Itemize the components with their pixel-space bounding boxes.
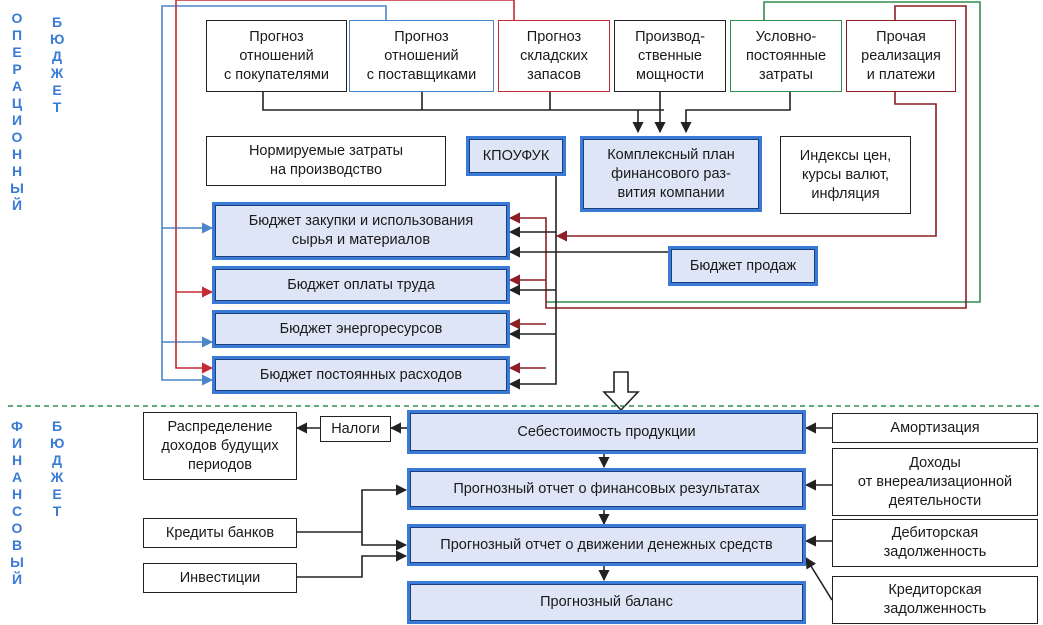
box-amortization: Амортизация [832, 413, 1038, 443]
box-receivables: Дебиторская задолженность [832, 519, 1038, 567]
fin-cashflow-report-label: Прогнозный отчет о движении денежных сре… [410, 527, 803, 563]
budget-materials: Бюджет закупки и использования сырья и м… [212, 202, 510, 260]
box-other-realization: Прочая реализация и платежи [846, 20, 956, 92]
operational-label: О П Е Р А Ц И О Н Н Ы Й [10, 10, 24, 213]
budget-fixed-expenses: Бюджет постоянных расходов [212, 356, 510, 394]
fin-results-report: Прогнозный отчет о финансовых результата… [407, 468, 806, 510]
budget-materials-label: Бюджет закупки и использования сырья и м… [215, 205, 507, 257]
operational-budget-label: Б Ю Д Ж Е Т [50, 14, 65, 115]
box-bank-credits: Кредиты банков [143, 518, 297, 548]
box-non-operating-income: Доходы от внереализационной деятельности [832, 448, 1038, 516]
box-payables: Кредиторская задолженность [832, 576, 1038, 624]
fin-results-report-label: Прогнозный отчет о финансовых результата… [410, 471, 803, 507]
kpoufuk-label: КПОУФУК [469, 139, 563, 173]
box-production-capacity: Производ- ственные мощности [614, 20, 726, 92]
box-normative-costs: Нормируемые затраты на производство [206, 136, 446, 186]
box-deferred-income: Распределение доходов будущих периодов [143, 412, 297, 480]
box-customers-forecast: Прогноз отношений с покупателями [206, 20, 347, 92]
financial-budget-label: Б Ю Д Ж Е Т [50, 418, 65, 519]
budget-labor-label: Бюджет оплаты труда [215, 269, 507, 301]
fin-cost-of-production: Себестоимость продукции [407, 410, 806, 454]
financial-label: Ф И Н А Н С О В Ы Й [10, 418, 24, 587]
box-taxes: Налоги [320, 416, 391, 442]
box-suppliers-forecast: Прогноз отношений с поставщиками [349, 20, 494, 92]
box-investments: Инвестиции [143, 563, 297, 593]
budget-energy-label: Бюджет энергоресурсов [215, 313, 507, 345]
budget-labor: Бюджет оплаты труда [212, 266, 510, 304]
fin-cost-of-production-label: Себестоимость продукции [410, 413, 803, 451]
box-indices: Индексы цен, курсы валют, инфляция [780, 136, 911, 214]
fin-balance-label: Прогнозный баланс [410, 584, 803, 621]
box-sales-budget: Бюджет продаж [668, 246, 818, 286]
box-warehouse-forecast: Прогноз складских запасов [498, 20, 610, 92]
budget-energy: Бюджет энергоресурсов [212, 310, 510, 348]
fin-balance: Прогнозный баланс [407, 581, 806, 624]
box-fixed-costs: Условно- постоянные затраты [730, 20, 842, 92]
fin-cashflow-report: Прогнозный отчет о движении денежных сре… [407, 524, 806, 566]
box-complex-plan: Комплексный план финансового раз- вития … [580, 136, 762, 212]
complex-plan-label: Комплексный план финансового раз- вития … [583, 139, 759, 209]
sales-budget-label: Бюджет продаж [671, 249, 815, 283]
budget-fixed-expenses-label: Бюджет постоянных расходов [215, 359, 507, 391]
box-kpoufuk: КПОУФУК [466, 136, 566, 176]
